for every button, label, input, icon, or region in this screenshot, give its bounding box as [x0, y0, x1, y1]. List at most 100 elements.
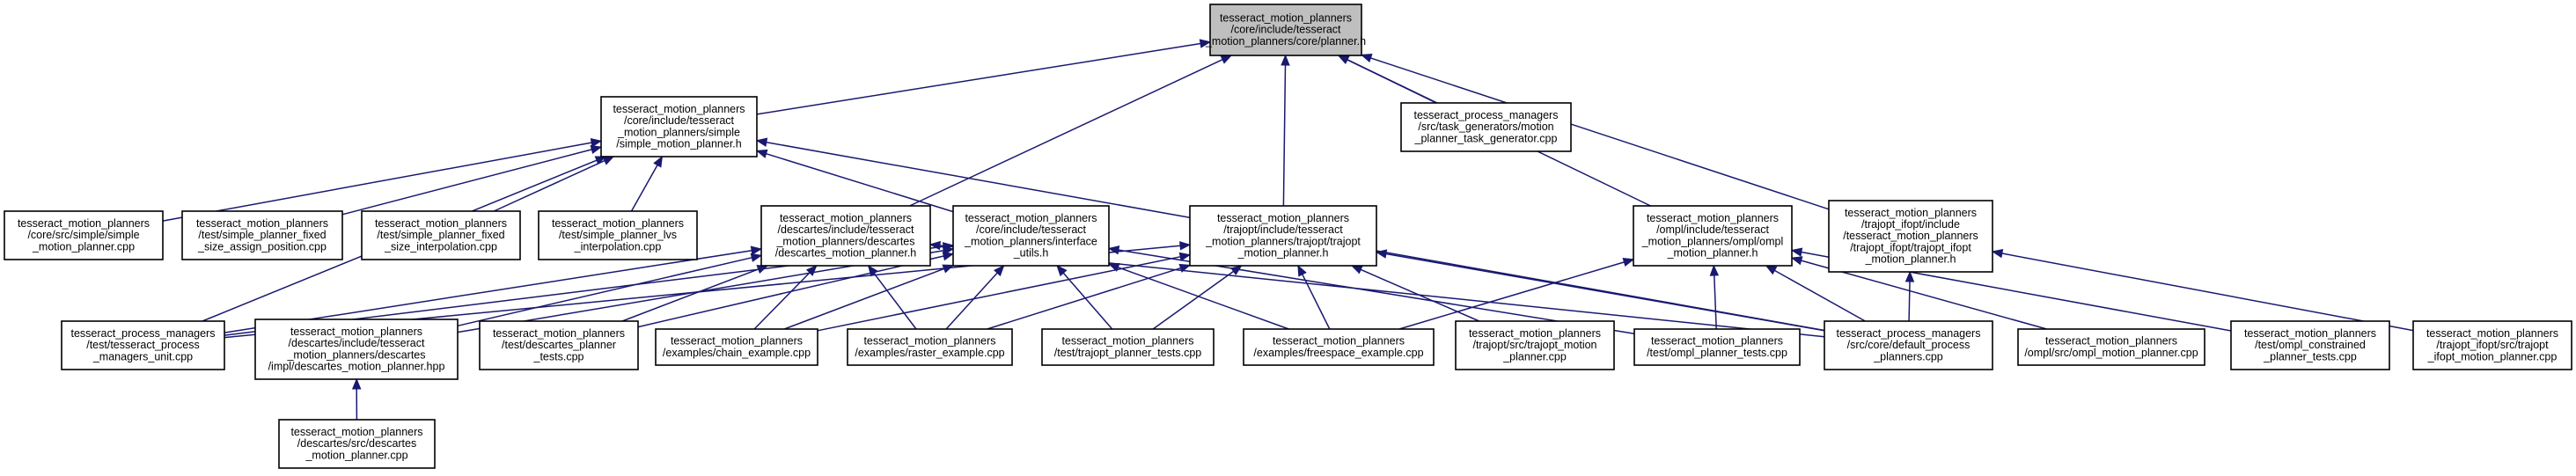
node-label-line: _size_interpolation.cpp: [384, 240, 497, 253]
node-label-line: /test/simple_planner_fixed: [198, 229, 326, 241]
node-box: [538, 210, 698, 260]
node-box: [2230, 320, 2390, 370]
node-trajopt-cpp[interactable]: tesseract_motion_planners/trajopt/src/tr…: [1455, 320, 1615, 370]
node-box: [181, 210, 343, 260]
node-simple-lvs[interactable]: tesseract_motion_planners/test/simple_pl…: [538, 210, 698, 260]
node-simple-fixed-assign[interactable]: tesseract_motion_planners/test/simple_pl…: [181, 210, 343, 260]
arrowhead-icon: [942, 251, 955, 261]
node-descartes-impl-hpp[interactable]: tesseract_motion_planners/descartes/incl…: [254, 319, 459, 380]
arrowhead-icon: [1709, 264, 1720, 276]
node-label-line: tesseract_motion_planners: [613, 103, 745, 115]
node-raster-example[interactable]: tesseract_motion_planners/examples/raste…: [847, 328, 1013, 366]
edge-trajopt-cpp-to-trajopt-h: [1350, 265, 1480, 322]
node-label-line: tesseract_motion_planners: [2045, 335, 2177, 348]
arrowhead-icon: [994, 265, 1005, 277]
arrowhead-icon: [1179, 241, 1192, 251]
node-simple-fixed-interp[interactable]: tesseract_motion_planners/test/simple_pl…: [361, 210, 521, 260]
node-interface-utils-h[interactable]: tesseract_motion_planners/core/include/t…: [952, 205, 1110, 267]
node-label-line: tesseract_motion_planners: [1220, 11, 1352, 24]
node-label-line: tesseract_motion_planners: [18, 217, 150, 230]
edge-trajopt-tests-to-trajopt-h: [1152, 265, 1243, 330]
node-label-line: _planner.cpp: [1502, 350, 1567, 362]
node-label-line: _tests.cpp: [533, 350, 584, 362]
arrowhead-icon: [755, 137, 768, 147]
node-label-line: tesseract_motion_planners: [552, 217, 684, 230]
edge-trajopt-ifopt-cpp-to-trajopt-ifopt-h: [1991, 248, 2414, 332]
node-descartes-tests[interactable]: tesseract_motion_planners/test/descartes…: [479, 320, 639, 370]
node-ompl-tests[interactable]: tesseract_motion_planners/test/ompl_plan…: [1633, 328, 1801, 366]
node-label-line: tesseract_process_managers: [1837, 327, 1981, 340]
arrowhead-icon: [1178, 263, 1192, 273]
node-label-line: tesseract_motion_planners: [1217, 212, 1349, 224]
edge-line: [2001, 253, 2414, 332]
edge-line: [621, 268, 759, 322]
node-trajopt-tests[interactable]: tesseract_motion_planners/test/trajopt_p…: [1041, 328, 1215, 366]
edge-line: [766, 152, 954, 213]
arrowhead-icon: [1350, 265, 1363, 275]
node-label-line: tesseract_motion_planners: [290, 426, 422, 438]
node-label-line: /descartes_motion_planner.h: [775, 246, 917, 259]
node-pm-unit[interactable]: tesseract_process_managers/test/tesserac…: [61, 320, 225, 370]
arrowhead-icon: [750, 245, 763, 255]
node-label-line: /trajopt_ifopt/trajopt_ifopt: [1850, 241, 1971, 253]
edge-default-planners-to-trajopt-ifopt-h: [1904, 270, 1915, 322]
node-freespace-example[interactable]: tesseract_motion_planners/examples/frees…: [1243, 328, 1435, 366]
edge-line: [1118, 267, 1289, 330]
node-chain-example[interactable]: tesseract_motion_planners/examples/chain…: [655, 328, 818, 366]
edge-freespace-example-to-ompl-h: [1398, 258, 1635, 330]
node-box: [600, 96, 758, 157]
arrowhead-icon: [750, 253, 763, 262]
node-box: [361, 210, 521, 260]
edge-line: [457, 257, 752, 327]
edge-simple-cpp-to-simple-h: [162, 138, 603, 222]
arrowhead-icon: [1375, 249, 1388, 259]
edge-raster-example-to-interface-utils-h: [945, 265, 1005, 330]
node-label-line: tesseract_motion_planners: [1469, 327, 1601, 340]
node-label-line: tesseract_motion_planners: [375, 217, 507, 230]
node-trajopt-ifopt-cpp[interactable]: tesseract_motion_planners/trajopt_ifopt/…: [2412, 320, 2572, 370]
node-label-line: tesseract_motion_planners: [1273, 335, 1405, 348]
node-box: [278, 419, 436, 469]
node-box: [254, 319, 459, 380]
node-descartes-h[interactable]: tesseract_motion_planners/descartes/incl…: [760, 205, 931, 267]
node-label-line: _motion_planners/descartes: [286, 348, 425, 361]
node-box: [655, 328, 818, 366]
node-label-line: _planner_tests.cpp: [2263, 350, 2357, 362]
node-box: [1243, 328, 1435, 366]
arrowhead-icon: [1360, 54, 1373, 62]
node-label-line: /examples/freespace_example.cpp: [1253, 347, 1423, 359]
node-default-planners[interactable]: tesseract_process_managers/src/core/defa…: [1824, 320, 1993, 370]
arrowhead-icon: [1765, 265, 1778, 275]
edge-simple-fixed-assign-to-simple-h: [341, 144, 603, 216]
edge-line: [341, 149, 592, 216]
edge-freespace-example-to-trajopt-h: [1297, 264, 1331, 330]
arrowhead-icon: [590, 144, 603, 155]
arrowhead-icon: [1790, 247, 1803, 257]
node-simple-cpp[interactable]: tesseract_motion_planners/core/src/simpl…: [4, 210, 164, 260]
arrowhead-icon: [1199, 39, 1212, 48]
node-trajopt-h[interactable]: tesseract_motion_planners/trajopt/includ…: [1189, 205, 1377, 267]
node-label-line: /descartes/include/tesseract: [289, 337, 425, 349]
node-box: [1824, 320, 1993, 370]
node-ompl-h[interactable]: tesseract_motion_planners/ompl/include/t…: [1633, 205, 1793, 267]
node-descartes-cpp[interactable]: tesseract_motion_planners/descartes/src/…: [278, 419, 436, 469]
node-label-line: /src/task_generators/motion: [1418, 121, 1553, 133]
node-label-line: /ompl/src/ompl_motion_planner.cpp: [2024, 347, 2198, 359]
node-label-line: tesseract_motion_planners: [290, 326, 422, 338]
node-ompl-constrained[interactable]: tesseract_motion_planners/test/ompl_cons…: [2230, 320, 2390, 370]
node-label-line: _motion_planners/core/planner.h: [1205, 35, 1366, 48]
edge-line: [637, 255, 944, 328]
edge-descartes-h-to-planner-h: [909, 55, 1233, 207]
node-planner-h[interactable]: tesseract_motion_planners/core/include/t…: [1205, 4, 1366, 56]
edge-line: [987, 267, 1181, 330]
node-label-line: tesseract_motion_planners: [1845, 207, 1977, 219]
edge-line: [1908, 281, 1911, 322]
node-label-line: tesseract_process_managers: [1414, 109, 1559, 121]
node-box: [1455, 320, 1615, 370]
node-task-gen[interactable]: tesseract_process_managers/src/task_gene…: [1400, 102, 1572, 152]
node-label-line: /trajopt_ifopt/include: [1861, 218, 1960, 231]
node-simple-h[interactable]: tesseract_motion_planners/core/include/t…: [600, 96, 758, 157]
node-trajopt-ifopt-h[interactable]: tesseract_motion_planners/trajopt_ifopt/…: [1828, 200, 1993, 273]
node-label-line: tesseract_motion_planners: [780, 212, 912, 224]
node-ompl-cpp[interactable]: tesseract_motion_planners/ompl/src/ompl_…: [2017, 328, 2205, 366]
